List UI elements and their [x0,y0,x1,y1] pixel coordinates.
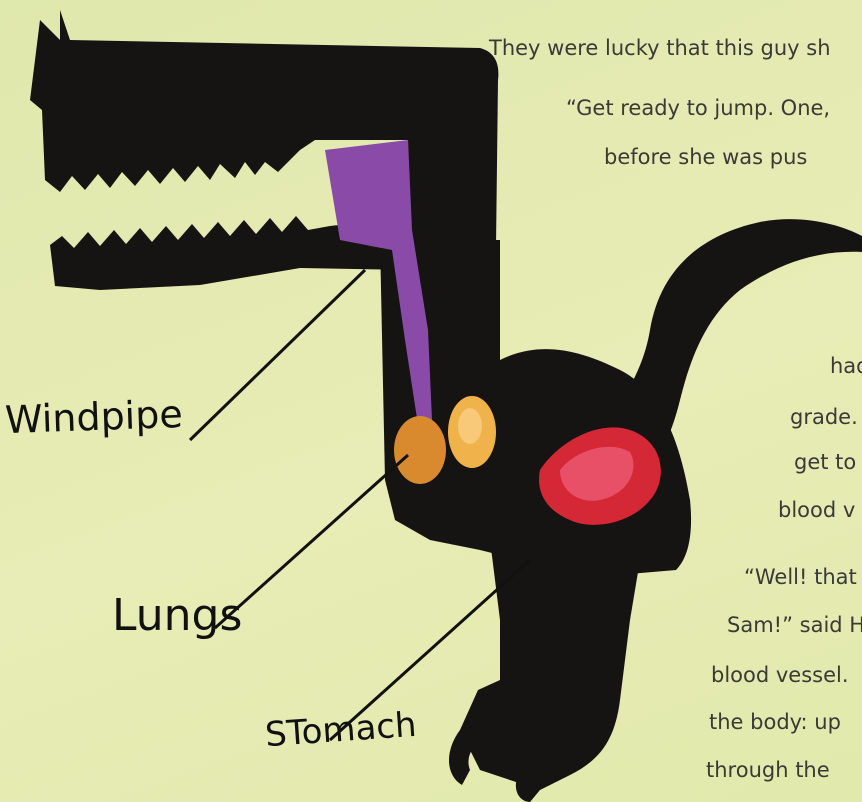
story-line-9: Sam!” said Ha [727,613,862,637]
windpipe-label: Windpipe [4,392,183,442]
story-line-1: They were lucky that this guy sh [489,36,831,60]
story-line-5: grade. [790,405,858,429]
lungs-leader-line [215,455,408,628]
story-line-8: “Well! that [744,565,857,589]
story-line-4: had [830,354,862,378]
lungs-left-organ [394,416,446,484]
lungs-label: Lungs [112,590,242,641]
story-line-10: blood vessel. [711,663,849,687]
story-line-3: before she was pus [604,145,807,169]
lungs-highlight [458,408,482,444]
dinosaur-leg [460,540,640,790]
story-line-2: “Get ready to jump. One, [566,96,830,120]
story-line-11: the body: up [709,710,841,734]
story-line-6: get to [794,450,856,474]
story-line-12: through the [706,758,830,782]
windpipe-leader-line [190,270,365,440]
story-line-7: blood v [778,498,855,522]
